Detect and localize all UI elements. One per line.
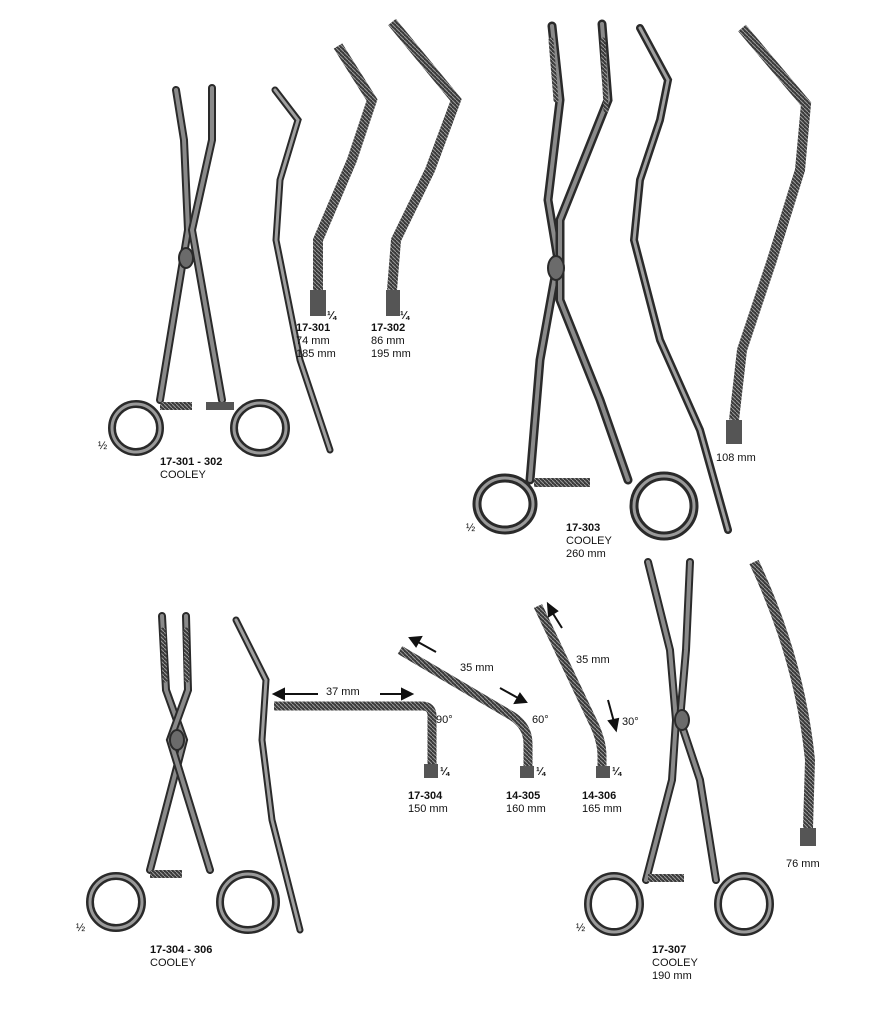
clamp-17-304-306 xyxy=(86,612,280,934)
length: 160 mm xyxy=(506,803,546,815)
scale-j306: ¼ xyxy=(612,766,622,778)
label-17-303: 17-303 COOLEY 260 mm xyxy=(566,522,612,561)
scale-j304: ¼ xyxy=(440,766,450,778)
length: 260 mm xyxy=(566,548,606,560)
jaw-14-305 xyxy=(397,646,534,778)
jaw-17-303 xyxy=(726,24,812,444)
length: 190 mm xyxy=(652,970,692,982)
code: 17-307 xyxy=(652,944,687,956)
jaw-14-306 xyxy=(533,604,610,778)
length: 185 mm xyxy=(296,348,336,360)
scale-g1: ½ xyxy=(98,440,108,452)
arrows-35mm-305 xyxy=(408,635,528,705)
scale-g4: ½ xyxy=(576,922,586,934)
length: 195 mm xyxy=(371,348,411,360)
jaw-length-17-303: 108 mm xyxy=(716,452,756,464)
angle-14-305: 60° xyxy=(532,714,549,726)
scale-j305: ¼ xyxy=(536,766,546,778)
code: 14-305 xyxy=(506,790,541,802)
label-17-302: 17-302 86 mm 195 mm xyxy=(371,322,411,361)
angle-14-306: 30° xyxy=(622,716,639,728)
code: 17-304 xyxy=(408,790,443,802)
name: COOLEY xyxy=(160,469,206,481)
label-14-306: 14-306 165 mm xyxy=(582,790,622,816)
jaw: 86 mm xyxy=(371,335,405,347)
scale-j301: ¼ xyxy=(327,310,337,322)
code: 17-301 - 302 xyxy=(160,456,223,468)
code: 17-301 xyxy=(296,322,331,334)
jaw-length-17-304: 37 mm xyxy=(326,686,360,698)
scale-g2: ½ xyxy=(466,522,476,534)
profile-17-304 xyxy=(232,616,304,934)
jaw-17-307 xyxy=(749,559,816,846)
label-17-304: 17-304 150 mm xyxy=(408,790,448,816)
code: 17-304 - 306 xyxy=(150,944,213,956)
length: 165 mm xyxy=(582,803,622,815)
label-17-301-302: 17-301 - 302 COOLEY xyxy=(160,456,222,482)
jaw: 74 mm xyxy=(296,335,330,347)
label-17-304-306: 17-304 - 306 COOLEY xyxy=(150,944,212,970)
name: COOLEY xyxy=(652,957,698,969)
jaw-length-14-306: 35 mm xyxy=(576,654,610,666)
scale-j302: ¼ xyxy=(400,310,410,322)
code: 14-306 xyxy=(582,790,617,802)
name: COOLEY xyxy=(150,957,196,969)
arrows-35mm-306 xyxy=(546,601,620,733)
profile-17-301 xyxy=(271,86,334,454)
label-17-307: 17-307 COOLEY 190 mm xyxy=(652,944,698,983)
label-17-301: 17-301 74 mm 185 mm xyxy=(296,322,336,361)
clamp-17-307 xyxy=(584,558,774,936)
jaw-length-17-307: 76 mm xyxy=(786,858,820,870)
scale-g3: ½ xyxy=(76,922,86,934)
profile-17-303 xyxy=(629,24,732,534)
code: 17-302 xyxy=(371,322,406,334)
clamp-17-301-302 xyxy=(108,84,290,457)
length: 150 mm xyxy=(408,803,448,815)
jaw-17-304 xyxy=(274,701,438,778)
arrow-37mm xyxy=(271,687,415,701)
angle-17-304: 90° xyxy=(436,714,453,726)
jaw-17-302 xyxy=(386,18,462,316)
jaw-length-14-305: 35 mm xyxy=(460,662,494,674)
name: COOLEY xyxy=(566,535,612,547)
code: 17-303 xyxy=(566,522,601,534)
clamp-17-303 xyxy=(472,19,699,541)
jaw-17-301 xyxy=(310,43,378,316)
label-14-305: 14-305 160 mm xyxy=(506,790,546,816)
